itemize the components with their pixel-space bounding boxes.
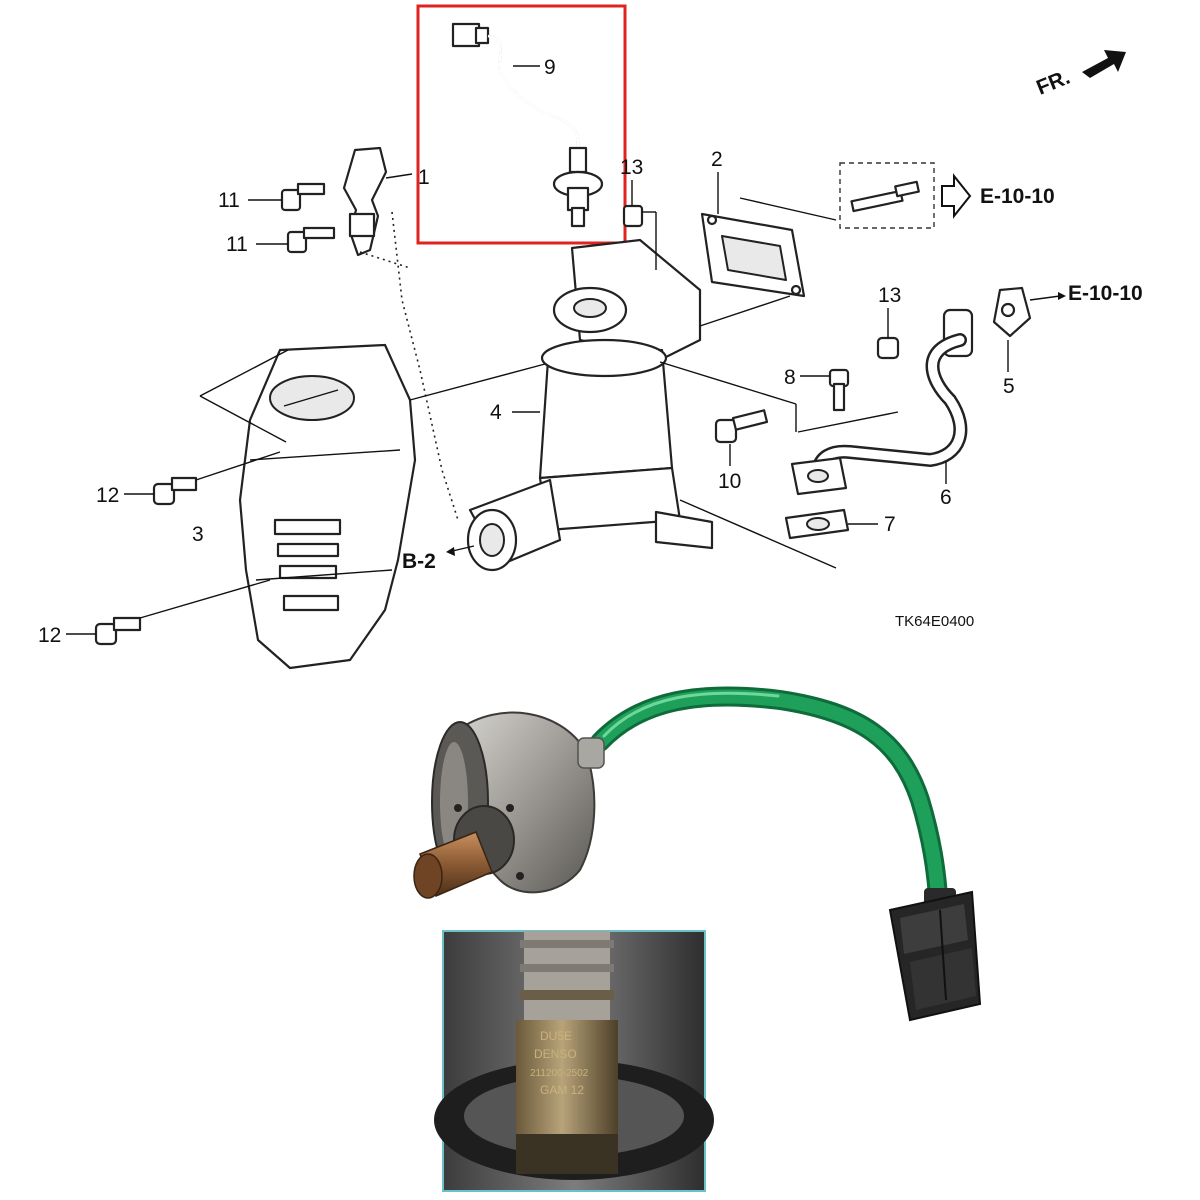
sensor-connector	[888, 888, 982, 1022]
b-2-reference: B-2	[402, 545, 475, 573]
sensor-print-line-2: DENSO	[534, 1047, 577, 1061]
callout-5: 5	[1003, 375, 1015, 398]
part-12-bolts	[66, 451, 281, 646]
arrow-right-icon	[1058, 292, 1066, 300]
reference-e-10-10-top: E-10-10	[980, 185, 1055, 208]
reference-b-2: B-2	[402, 550, 436, 573]
oxygen-sensor-highlight-box	[416, 4, 627, 245]
front-direction-indicator: FR.	[1033, 50, 1126, 100]
reference-e-10-10-right: E-10-10	[1068, 282, 1143, 305]
oxygen-sensor-photo: DU5E DENSO 211200-2502 GAM 12	[413, 686, 982, 1192]
part-9-oxygen-sensor	[416, 4, 627, 245]
callout-9: 9	[544, 56, 556, 79]
part-4-catalytic-converter	[409, 238, 837, 572]
part-8-bolt	[800, 368, 850, 412]
sensor-body	[413, 711, 605, 899]
part-3-heat-shield	[199, 343, 417, 670]
callout-4: 4	[490, 401, 502, 424]
callout-13-right: 13	[878, 284, 901, 307]
nut-icon	[622, 204, 644, 228]
bolt-icon	[714, 418, 738, 444]
nut-icon	[876, 336, 900, 360]
callout-11-upper: 11	[218, 189, 240, 212]
callout-2: 2	[711, 148, 723, 171]
part-2-gasket	[699, 172, 837, 327]
callout-3: 3	[192, 523, 204, 546]
part-11-bolts	[248, 182, 336, 254]
drawing-code: TK64E0400	[895, 613, 974, 630]
front-arrow-icon	[1082, 50, 1126, 78]
sensor-print-line-4: GAM 12	[540, 1083, 584, 1097]
callout-8: 8	[784, 366, 796, 389]
callout-1: 1	[418, 166, 430, 189]
callout-12-upper: 12	[96, 484, 119, 507]
arrow-left-icon	[446, 547, 455, 556]
sensor-closeup-inset: DU5E DENSO 211200-2502 GAM 12	[434, 930, 714, 1192]
callout-6: 6	[940, 486, 952, 509]
bolt-icon	[94, 616, 142, 646]
part-10-bolt	[714, 409, 769, 466]
exploded-parts-diagram: FR.	[38, 4, 1143, 670]
sensor-cable	[590, 686, 948, 906]
callout-10: 10	[718, 470, 741, 493]
callout-7: 7	[884, 513, 896, 536]
bolt-icon	[152, 476, 198, 506]
sensor-print-line-1: DU5E	[540, 1029, 572, 1043]
bolt-icon	[280, 182, 326, 212]
sensor-print-line-3: 211200-2502	[530, 1068, 589, 1079]
part-13-nut-right	[876, 308, 900, 360]
callout-12-lower: 12	[38, 624, 61, 647]
bolt-icon	[286, 226, 336, 254]
part-5-6-7-pipe-assembly: E-10-10	[784, 282, 1143, 540]
arrow-right-icon	[941, 173, 972, 219]
part-1-bracket	[342, 146, 413, 257]
stud-reference-group: E-10-10	[839, 162, 1055, 229]
callout-13-top: 13	[620, 156, 643, 179]
callout-numbers: 1 2 3 4 5 6 7 8 9 10 11 11 12 12 13 13	[38, 56, 1015, 647]
callout-11-lower: 11	[226, 233, 248, 256]
front-label: FR.	[1033, 66, 1073, 100]
part-13-nut-top	[622, 180, 657, 270]
